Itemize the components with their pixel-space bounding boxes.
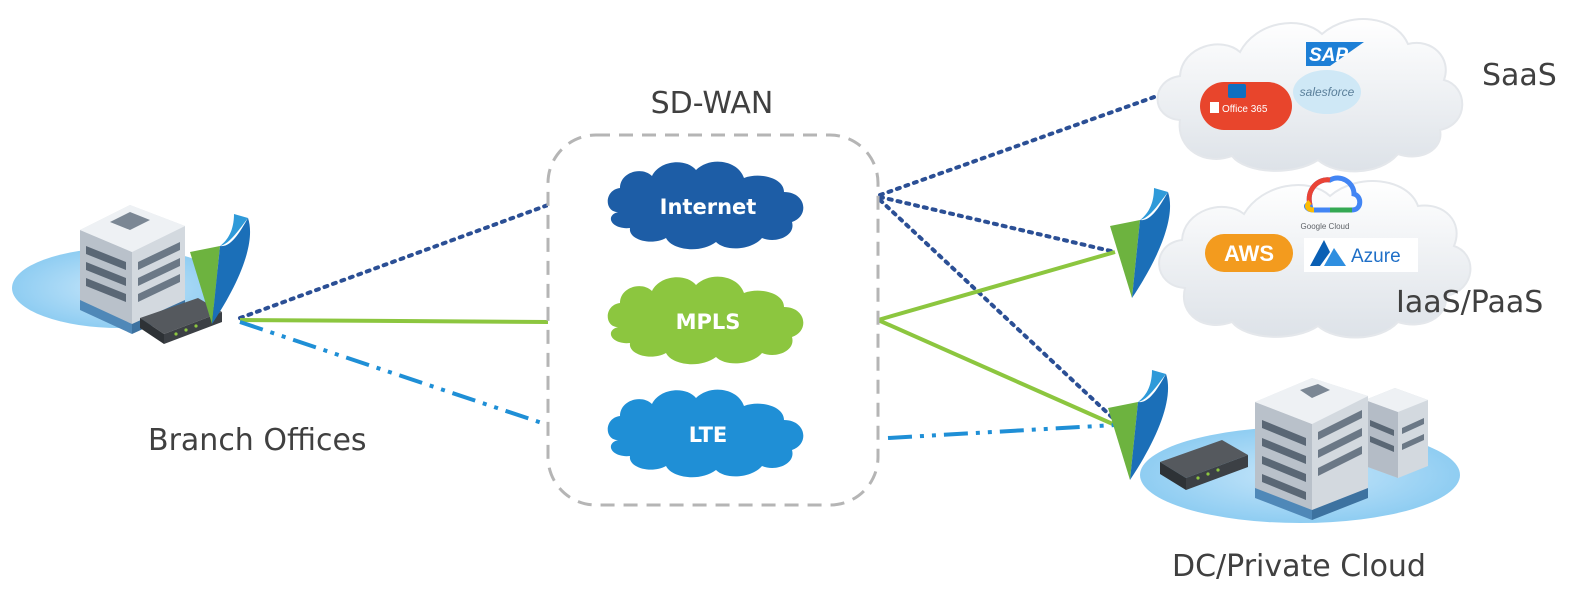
- internet-dc-link: [878, 198, 1117, 422]
- sap-logo-text: SAP: [1309, 45, 1348, 66]
- internet-label: Internet: [660, 195, 757, 219]
- iaas-sdwan-edge-icon: [1110, 188, 1171, 298]
- mpls-dc-link: [877, 318, 1116, 427]
- internet-iaas-link: [878, 195, 1117, 254]
- branch-lte-link: [239, 320, 549, 427]
- iaas-label: IaaS/PaaS: [1396, 285, 1543, 320]
- internet-cloud[interactable]: Internet: [607, 161, 804, 250]
- dc-label: DC/Private Cloud: [1172, 549, 1426, 584]
- sdwan-title: SD-WAN: [651, 86, 774, 121]
- branch-mpls-link: [239, 318, 549, 324]
- salesforce-logo: salesforce: [1293, 70, 1361, 114]
- branch-internet-link: [238, 203, 550, 320]
- dc-site[interactable]: [1108, 370, 1460, 523]
- google-cloud-logo: Google Cloud: [1301, 175, 1363, 231]
- office365-logo-text: Office 365: [1222, 104, 1268, 115]
- dc-buildings-icon: [1255, 378, 1428, 520]
- sdwan-group: SD-WAN Internet MPLS LTE: [546, 86, 880, 507]
- branch-router-icon: [140, 298, 222, 344]
- salesforce-logo-text: salesforce: [1300, 85, 1355, 99]
- lte-cloud[interactable]: LTE: [607, 389, 804, 478]
- azure-logo-text: Azure: [1351, 246, 1401, 267]
- mpls-iaas-link: [877, 250, 1116, 322]
- google-cloud-logo-text: Google Cloud: [1301, 222, 1350, 231]
- mpls-label: MPLS: [676, 310, 741, 334]
- saas-label: SaaS: [1482, 58, 1557, 93]
- iaas-cloud[interactable]: Google Cloud AWS Azure: [1110, 175, 1472, 339]
- aws-logo-text: AWS: [1224, 241, 1274, 266]
- connections: [238, 84, 1187, 440]
- azure-logo: Azure: [1304, 238, 1418, 272]
- office365-logo: Office 365: [1200, 82, 1292, 130]
- branch-label: Branch Offices: [148, 423, 367, 458]
- dc-router-icon: [1160, 440, 1248, 490]
- lte-dc-link: [887, 423, 1116, 440]
- saas-cloud[interactable]: SAP Office 365 salesforce: [1156, 18, 1464, 173]
- internet-saas-link: [878, 84, 1187, 197]
- aws-logo: AWS: [1205, 234, 1293, 272]
- branch-office[interactable]: Branch Offices: [12, 205, 367, 458]
- sap-logo: SAP: [1306, 42, 1364, 66]
- mpls-cloud[interactable]: MPLS: [607, 276, 804, 365]
- lte-label: LTE: [689, 423, 728, 447]
